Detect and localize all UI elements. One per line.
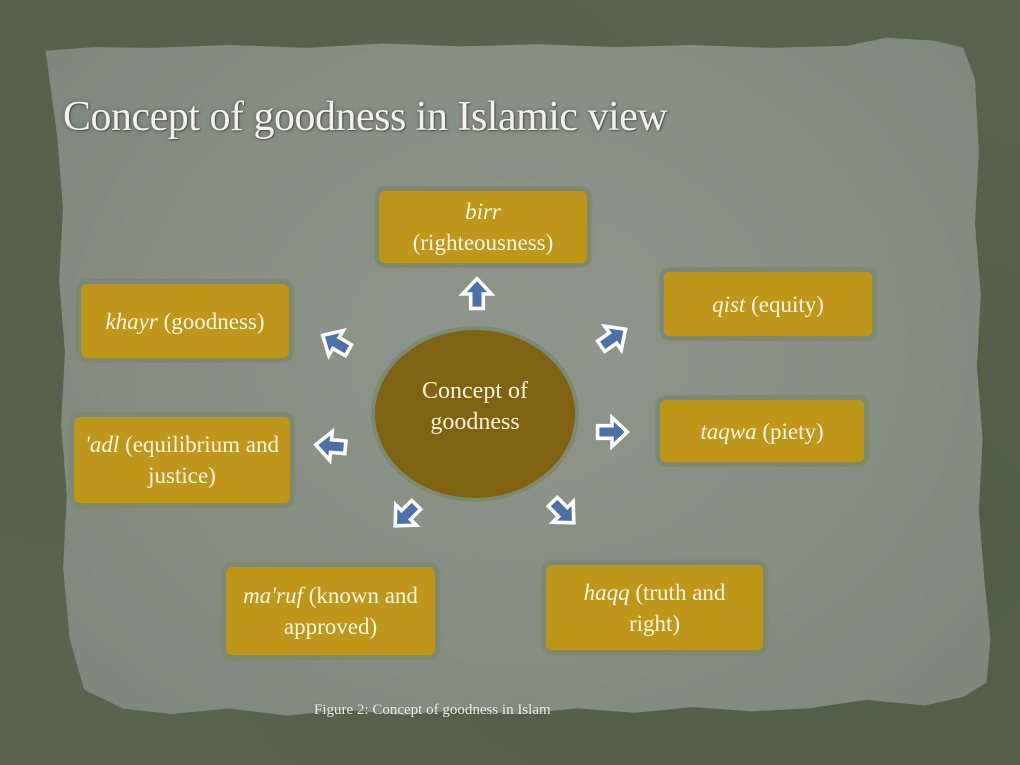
node-term: birr bbox=[465, 199, 501, 224]
node-gloss: (equity) bbox=[751, 291, 824, 317]
center-label: Concept of goodness bbox=[422, 378, 528, 435]
node-gloss: (goodness) bbox=[163, 308, 265, 334]
node-gloss: (truth and right) bbox=[628, 579, 726, 636]
node-term: 'adl bbox=[85, 432, 120, 457]
arrow-right-icon bbox=[594, 413, 630, 451]
node-haqq: haqq (truth and right) bbox=[542, 561, 767, 654]
arrow-up-icon bbox=[458, 276, 496, 312]
node-gloss: (righteousness) bbox=[412, 230, 554, 255]
node-term: ma'ruf bbox=[243, 583, 303, 608]
node-gloss: (equilibrium and justice) bbox=[125, 432, 279, 488]
figure-caption: Figure 2: Concept of goodness in Islam bbox=[314, 702, 551, 718]
node-qist: qist (equity) bbox=[660, 268, 876, 340]
node-term: haqq bbox=[583, 579, 630, 605]
node-birr: birr (righteousness) bbox=[375, 187, 591, 267]
node-term: khayr bbox=[105, 308, 158, 334]
center-concept: Concept of goodness bbox=[371, 326, 579, 502]
node-adl: 'adl (equilibrium and justice) bbox=[70, 413, 294, 507]
node-maruf: ma'ruf (known and approved) bbox=[222, 563, 439, 659]
node-term: taqwa bbox=[700, 418, 757, 444]
slide-title: Concept of goodness in Islamic view bbox=[63, 94, 668, 140]
arrow-left-icon bbox=[311, 426, 350, 465]
node-khayr: khayr (goodness) bbox=[77, 280, 293, 362]
node-gloss: (piety) bbox=[762, 418, 824, 444]
node-term: qist bbox=[712, 291, 746, 317]
node-taqwa: taqwa (piety) bbox=[656, 396, 868, 466]
arrow-down-right-icon bbox=[538, 487, 589, 538]
arrow-up-left-icon bbox=[311, 318, 360, 367]
node-gloss: (known and approved) bbox=[283, 583, 418, 639]
arrow-down-left-icon bbox=[381, 490, 432, 541]
arrow-up-right-icon bbox=[588, 313, 638, 363]
